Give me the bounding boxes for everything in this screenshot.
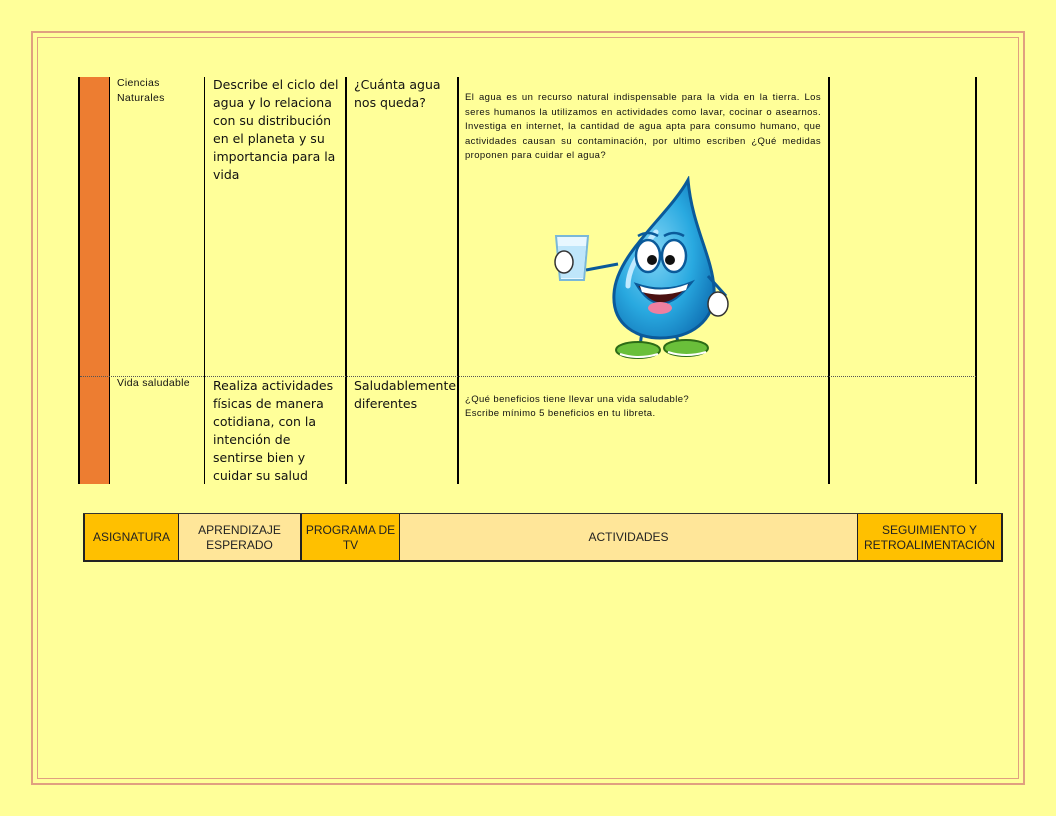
subject-cell: Ciencias Naturales (117, 77, 165, 104)
expected-learning-cell: Describe el ciclo del agua y lo relacion… (213, 77, 339, 182)
table-header-row: ASIGNATURA APRENDIZAJE ESPERADO PROGRAMA… (83, 513, 1003, 561)
subject-color-bar (80, 77, 110, 484)
activity-cell: El agua es un recurso natural indispensa… (465, 92, 821, 161)
tv-program-cell: Saludablemente diferentes (354, 378, 457, 411)
header-seguimiento: SEGUIMIENTO Y RETROALIMENTACIÓN (857, 514, 1003, 561)
activity-line: Escribe mínimo 5 beneficios en tu libret… (465, 408, 656, 419)
page-border-outer (31, 31, 1025, 785)
table-border-left (78, 77, 80, 484)
column-divider (345, 77, 347, 484)
row-separator (80, 376, 976, 377)
column-divider (204, 77, 205, 484)
page-border-inner (37, 37, 1019, 779)
expected-learning-cell: Realiza actividades físicas de manera co… (213, 378, 334, 483)
header-programa: PROGRAMA DE TV (300, 514, 399, 561)
header-bottom-border (83, 560, 1003, 562)
water-drop-mascot-icon (554, 176, 729, 359)
activity-line: ¿Qué beneficios tiene llevar una vida sa… (465, 394, 690, 405)
activity-cell: ¿Qué beneficios tiene llevar una vida sa… (465, 393, 821, 421)
header-aprendizaje: APRENDIZAJE ESPERADO (178, 514, 300, 561)
table-border-right (975, 77, 977, 484)
column-divider (109, 77, 110, 484)
header-asignatura: ASIGNATURA (83, 514, 178, 561)
column-divider (457, 77, 459, 484)
tv-program-cell: ¿Cuánta agua nos queda? (354, 77, 441, 110)
column-divider (828, 77, 830, 484)
subject-cell: Vida saludable (117, 377, 190, 389)
header-actividades: ACTIVIDADES (399, 514, 857, 561)
